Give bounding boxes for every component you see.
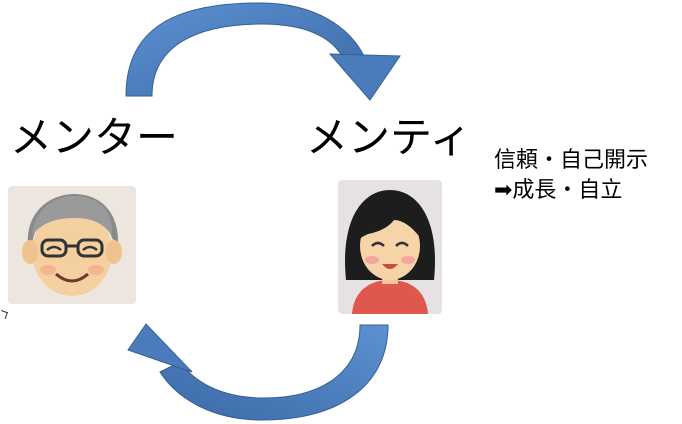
note-line-trust: 信頼・自己開示 [494, 148, 649, 173]
note-line-growth: ➡成長・自立 [494, 178, 623, 203]
older-man-icon [22, 194, 122, 296]
mentee-label: メンティ [306, 113, 472, 162]
relationship-note: 信頼・自己開示 ➡成長・自立 [494, 146, 648, 206]
bottom-arc-arrow [127, 323, 389, 421]
mentor-label: メンター [10, 113, 179, 162]
top-arc-arrow [125, 2, 401, 101]
mentor-avatar [8, 186, 136, 304]
young-woman-icon [345, 190, 435, 314]
mentee-avatar [338, 180, 442, 314]
